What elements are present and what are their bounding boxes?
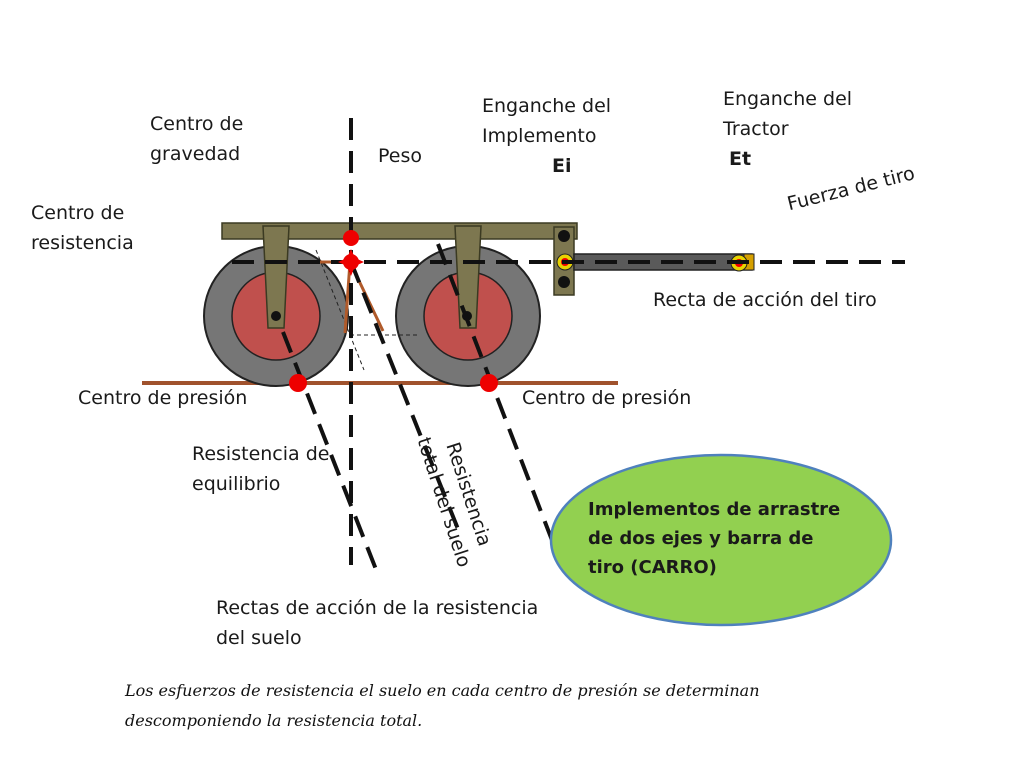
label-recta-accion-tiro: Recta de acción del tiro: [653, 289, 877, 311]
construction-line-1: [315, 249, 365, 371]
label-resistencia-equilibrio: Resistencia de equilibrio: [192, 443, 330, 495]
label-centro-gravedad: Centro de gravedad: [150, 113, 244, 165]
axle-support-left: [262, 225, 290, 329]
hitch-bolt-bottom: [558, 276, 570, 288]
soil-resistance-line-left: [281, 331, 379, 573]
soil-resistance-line-right: [436, 243, 557, 549]
pressure-center-right-point: [480, 374, 498, 392]
callout-text: Implementos de arrastre de dos ejes y ba…: [588, 499, 841, 578]
label-rectas-accion: Rectas de acción de la resistencia del s…: [216, 597, 539, 649]
hub-bolt-left: [271, 311, 281, 321]
label-enganche-tractor: Enganche del Tractor Et: [723, 84, 852, 174]
center-of-resistance-star: [338, 249, 364, 276]
label-enganche-implemento: Enganche del Implemento Ei: [482, 91, 611, 181]
label-et-symbol: Et: [729, 148, 752, 170]
label-centro-presion-right: Centro de presión: [522, 387, 692, 409]
label-peso: Peso: [378, 145, 422, 167]
label-ei-symbol: Ei: [552, 155, 572, 177]
center-of-gravity-point: [343, 230, 359, 246]
callout-ellipse: [549, 453, 893, 627]
label-centro-resistencia: Centro de resistencia: [31, 202, 134, 254]
footnote: Los esfuerzos de resistencia el suelo en…: [125, 681, 760, 730]
label-centro-presion-left: Centro de presión: [78, 387, 248, 409]
pressure-center-left-point: [289, 374, 307, 392]
hitch-bolt-top: [558, 230, 570, 242]
chassis-beam: [221, 222, 578, 240]
total-soil-resistance-line: [349, 261, 462, 535]
